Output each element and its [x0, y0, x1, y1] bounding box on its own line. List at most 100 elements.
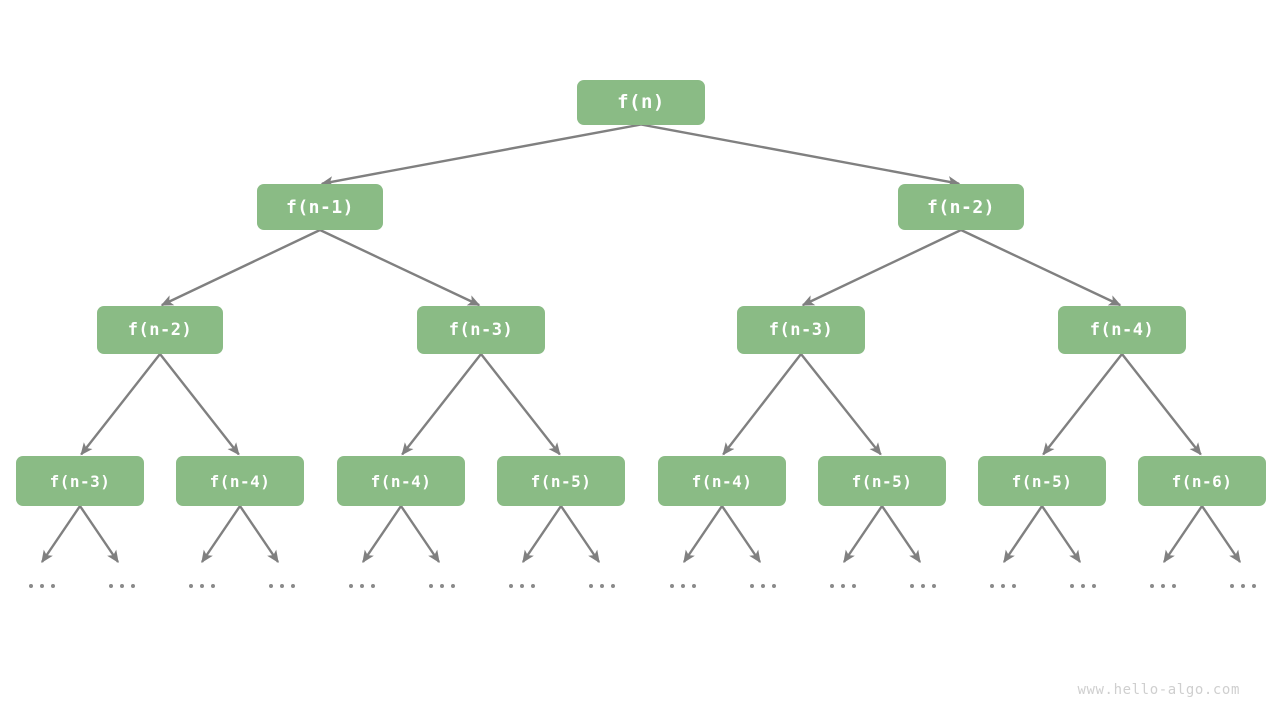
leaf-edge-13: [1041, 505, 1081, 564]
ellipsis-dot: [1081, 584, 1085, 588]
tree-node-label: f(n-3): [448, 320, 514, 340]
ellipsis-dot: [371, 584, 375, 588]
edge-n4-to-n10: [480, 353, 561, 456]
leaf-edge-12: [1003, 505, 1043, 564]
tree-node-label: f(n-4): [209, 471, 271, 491]
ellipsis-marker: [750, 584, 776, 588]
leaf-edge-7: [560, 505, 600, 564]
edge-n2-to-n6: [960, 228, 1122, 307]
ellipsis-dot: [921, 584, 925, 588]
ellipsis-dot: [600, 584, 604, 588]
ellipsis-dot: [429, 584, 433, 588]
ellipsis-marker: [1150, 584, 1176, 588]
ellipsis-marker: [830, 584, 856, 588]
tree-node-n7[interactable]: f(n-3): [16, 456, 144, 506]
ellipsis-dot: [509, 584, 513, 588]
tree-node-label: f(n): [617, 91, 665, 113]
ellipsis-dot: [611, 584, 615, 588]
tree-node-n2[interactable]: f(n-2): [898, 184, 1024, 230]
ellipsis-marker: [1070, 584, 1096, 588]
tree-node-label: f(n-3): [768, 320, 834, 340]
tree-node-label: f(n-4): [1089, 320, 1155, 340]
ellipsis-marker: [429, 584, 455, 588]
tree-node-label: f(n-4): [370, 471, 432, 491]
ellipsis-dot: [1241, 584, 1245, 588]
tree-node-label: f(n-1): [285, 196, 355, 218]
ellipsis-dot: [291, 584, 295, 588]
ellipsis-dot: [830, 584, 834, 588]
ellipsis-dot: [520, 584, 524, 588]
tree-node-label: f(n-5): [851, 471, 913, 491]
tree-node-label: f(n-5): [530, 471, 592, 491]
leaf-edge-10: [843, 505, 883, 564]
tree-node-label: f(n-6): [1171, 471, 1233, 491]
ellipsis-dot: [990, 584, 994, 588]
ellipsis-dot: [349, 584, 353, 588]
ellipsis-dot: [451, 584, 455, 588]
ellipsis-marker: [589, 584, 615, 588]
tree-node-n12[interactable]: f(n-5): [818, 456, 946, 506]
ellipsis-marker: [349, 584, 375, 588]
tree-node-label: f(n-3): [49, 471, 111, 491]
edge-n1-to-n3: [160, 228, 321, 307]
ellipsis-dot: [1161, 584, 1165, 588]
tree-node-n11[interactable]: f(n-4): [658, 456, 786, 506]
edge-n5-to-n12: [800, 353, 882, 456]
ellipsis-dot: [589, 584, 593, 588]
tree-node-label: f(n-4): [691, 471, 753, 491]
ellipsis-dot: [440, 584, 444, 588]
ellipsis-dot: [910, 584, 914, 588]
ellipsis-marker: [109, 584, 135, 588]
edge-n3-to-n7: [80, 353, 161, 456]
tree-node-n3[interactable]: f(n-2): [97, 306, 223, 354]
ellipsis-marker: [1230, 584, 1256, 588]
tree-node-n13[interactable]: f(n-5): [978, 456, 1106, 506]
edge-n6-to-n13: [1042, 353, 1123, 456]
tree-node-n4[interactable]: f(n-3): [417, 306, 545, 354]
tree-node-n10[interactable]: f(n-5): [497, 456, 625, 506]
ellipsis-dot: [1172, 584, 1176, 588]
leaf-edge-4: [362, 505, 402, 564]
tree-node-n1[interactable]: f(n-1): [257, 184, 383, 230]
tree-node-n8[interactable]: f(n-4): [176, 456, 304, 506]
ellipsis-dot: [1150, 584, 1154, 588]
ellipsis-dot: [189, 584, 193, 588]
edge-n5-to-n11: [722, 353, 802, 456]
ellipsis-dot: [750, 584, 754, 588]
ellipsis-dot: [131, 584, 135, 588]
tree-node-n5[interactable]: f(n-3): [737, 306, 865, 354]
ellipsis-dot: [1012, 584, 1016, 588]
leaf-edge-6: [522, 505, 562, 564]
tree-node-n0[interactable]: f(n): [577, 79, 705, 125]
ellipsis-dot: [1230, 584, 1234, 588]
ellipsis-dot: [40, 584, 44, 588]
edge-n6-to-n14: [1121, 353, 1202, 456]
ellipsis-dot: [280, 584, 284, 588]
leaf-edge-0: [41, 505, 81, 564]
tree-node-label: f(n-2): [926, 196, 996, 218]
tree-node-n9[interactable]: f(n-4): [337, 456, 465, 506]
edge-n1-to-n4: [319, 228, 481, 307]
ellipsis-dot: [692, 584, 696, 588]
ellipsis-dot: [670, 584, 674, 588]
leaf-edge-3: [239, 505, 279, 564]
ellipsis-dot: [1070, 584, 1074, 588]
ellipsis-dot: [1001, 584, 1005, 588]
tree-node-label: f(n-2): [127, 320, 193, 340]
tree-node-n14[interactable]: f(n-6): [1138, 456, 1266, 506]
edge-n0-to-n2: [640, 123, 961, 187]
leaf-edge-8: [683, 505, 723, 564]
leaf-edge-2: [201, 505, 241, 564]
ellipsis-dot: [269, 584, 273, 588]
leaf-edge-5: [400, 505, 440, 564]
ellipsis-marker: [990, 584, 1016, 588]
tree-node-n6[interactable]: f(n-4): [1058, 306, 1186, 354]
leaf-edge-11: [881, 505, 921, 564]
ellipsis-dot: [852, 584, 856, 588]
leaf-edge-15: [1201, 505, 1241, 564]
tree-node-label: f(n-5): [1011, 471, 1073, 491]
ellipsis-marker: [670, 584, 696, 588]
ellipsis-dot: [531, 584, 535, 588]
ellipsis-dot: [681, 584, 685, 588]
